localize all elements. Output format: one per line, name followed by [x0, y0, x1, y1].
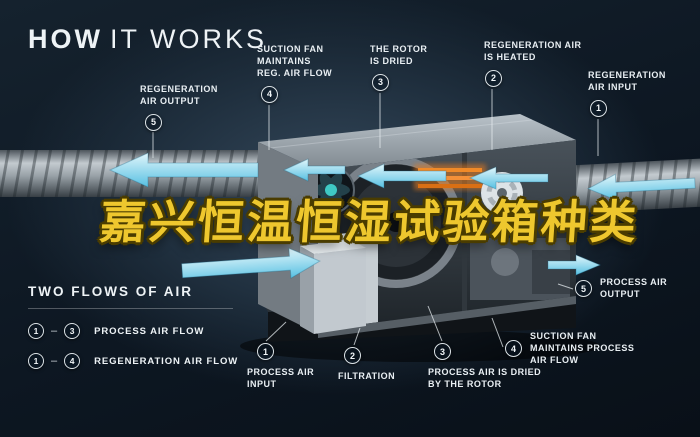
- legend-label: PROCESS AIR FLOW: [94, 325, 205, 337]
- callout-filtration: 2 FILTRATION: [338, 347, 395, 383]
- regen-input-arrow: [586, 173, 696, 201]
- legend-badge-to: 3: [64, 323, 81, 339]
- callout-number-badge: 4: [261, 85, 278, 103]
- legend-row-regeneration-air: 1 – 4 REGENERATION AIR FLOW: [28, 353, 238, 369]
- callout-regeneration-air-output: REGENERATION AIR OUTPUT 5: [140, 84, 218, 131]
- front-white-box: [300, 240, 366, 334]
- process-input-arrow: [181, 247, 321, 280]
- regen-output-arrow: [108, 152, 259, 188]
- callout-number-badge: 5: [145, 113, 162, 131]
- title-word-how: HOW: [28, 24, 103, 54]
- callout-number-badge: 1: [590, 99, 607, 117]
- callout-label: SUCTION FAN MAINTAINS REG. AIR FLOW: [257, 44, 333, 78]
- legend-badge-from: 1: [28, 353, 44, 369]
- callout-number-badge: 5: [575, 280, 592, 298]
- callout-suction-fan-regen: SUCTION FAN MAINTAINS REG. AIR FLOW 4: [257, 44, 332, 103]
- callout-label: PROCESS AIR INPUT: [247, 367, 315, 389]
- callout-process-air-output: 5 PROCESS AIR OUTPUT: [575, 277, 667, 301]
- legend-separator: –: [51, 325, 58, 337]
- callout-label: SUCTION FAN MAINTAINS PROCESS AIR FLOW: [530, 331, 635, 365]
- legend-label: REGENERATION AIR FLOW: [94, 355, 239, 367]
- callout-process-air-dried: 3 PROCESS AIR IS DRIED BY THE ROTOR: [428, 343, 541, 391]
- machine-unit: [258, 114, 576, 342]
- callout-label: REGENERATION AIR OUTPUT: [140, 84, 218, 106]
- fan-to-duct-arrow: [282, 158, 346, 182]
- legend-heading: TWO FLOWS OF AIR: [28, 284, 193, 299]
- title-word-it-works: IT WORKS: [109, 24, 267, 54]
- air-flow-arrows: [108, 152, 696, 280]
- machine-front-lip: [318, 296, 576, 338]
- callout-regen-air-heated: REGENERATION AIR IS HEATED 2: [484, 40, 582, 87]
- process-output-arrow: [547, 254, 602, 276]
- callout-label: REGENERATION AIR INPUT: [588, 70, 666, 92]
- callout-number-badge: 4: [505, 340, 522, 358]
- callout-label: FILTRATION: [338, 371, 396, 381]
- callout-number-badge: 3: [372, 73, 389, 91]
- regeneration-fan: [318, 166, 355, 214]
- legend-badge-to: 4: [64, 353, 81, 369]
- legend-divider: [28, 308, 233, 309]
- callout-number-badge: 3: [434, 343, 451, 360]
- callout-suction-fan-process: 4 SUCTION FAN MAINTAINS PROCESS AIR FLOW: [505, 331, 634, 367]
- machine-top-face: [258, 114, 576, 170]
- callout-number-badge: 2: [344, 347, 361, 364]
- legend-row-process-air: 1 – 3 PROCESS AIR FLOW: [28, 323, 238, 339]
- watermark-text: 嘉兴恒温恒湿试验箱种类: [98, 196, 641, 248]
- callout-label: PROCESS AIR OUTPUT: [600, 277, 668, 299]
- legend-separator: –: [51, 355, 58, 367]
- callout-label: PROCESS AIR IS DRIED BY THE ROTOR: [428, 367, 542, 389]
- rotor-top-arrow: [356, 163, 447, 189]
- leader-lines: [152, 89, 599, 348]
- callout-label: THE ROTOR IS DRIED: [370, 44, 428, 66]
- callout-number-badge: 1: [257, 343, 274, 360]
- callout-rotor-is-dried: THE ROTOR IS DRIED 3: [370, 44, 427, 91]
- legend-badge-from: 1: [28, 323, 44, 339]
- callout-label: REGENERATION AIR IS HEATED: [484, 40, 582, 62]
- legend: TWO FLOWS OF AIR 1 – 3 PROCESS AIR FLOW …: [28, 284, 238, 369]
- callout-regeneration-air-input: REGENERATION AIR INPUT 1: [588, 70, 666, 117]
- heater-arrow: [468, 166, 549, 190]
- callout-number-badge: 2: [485, 69, 502, 87]
- callout-process-air-input: 1 PROCESS AIR INPUT: [247, 343, 314, 391]
